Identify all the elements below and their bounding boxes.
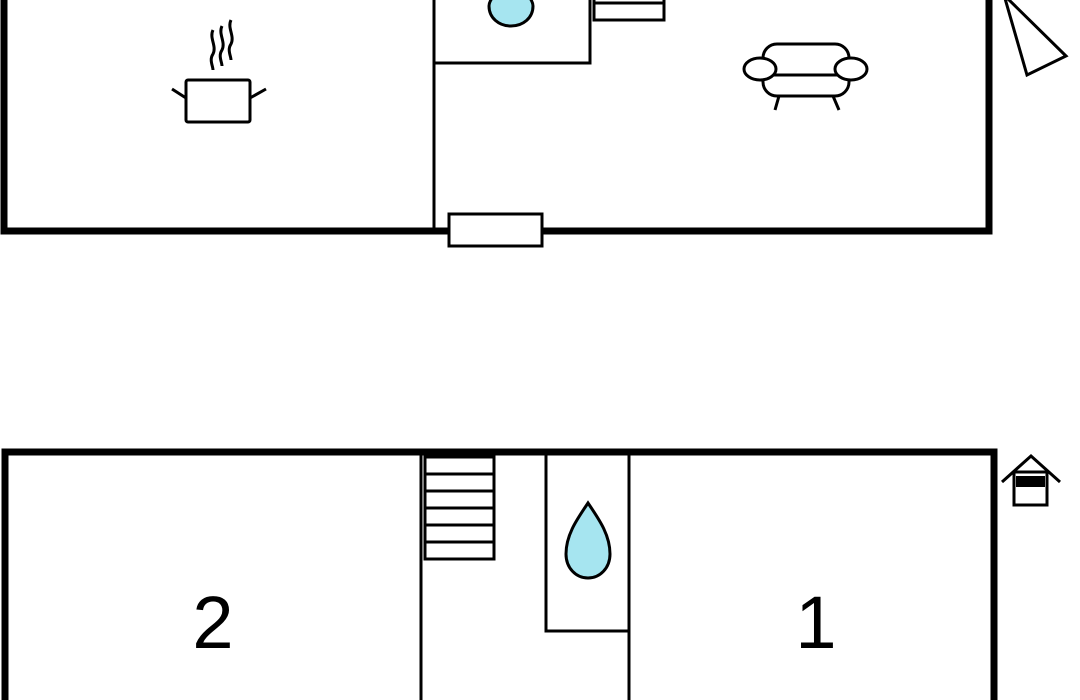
upper-floor-walls	[0, 0, 993, 235]
lower-floor-walls	[1, 448, 998, 700]
room-label-1: 1	[795, 581, 836, 664]
sofa-icon	[742, 42, 869, 111]
upper-bathroom-wall	[434, 0, 592, 65]
upper-stairs-icon	[592, 0, 666, 22]
lower-water-drop-icon	[564, 500, 612, 580]
lower-stairs-icon	[423, 455, 496, 561]
upper-door	[447, 212, 544, 248]
north-arrow-icon	[1003, 0, 1069, 78]
upper-floor	[0, 0, 1069, 248]
lower-floor: 2 1	[1, 448, 1062, 700]
room-label-2: 2	[192, 581, 233, 664]
lower-bathroom-wall	[544, 452, 629, 633]
upper-water-drop-icon	[487, 0, 535, 28]
cooking-pot-icon	[171, 19, 267, 124]
house-entrance-icon	[1000, 453, 1062, 507]
